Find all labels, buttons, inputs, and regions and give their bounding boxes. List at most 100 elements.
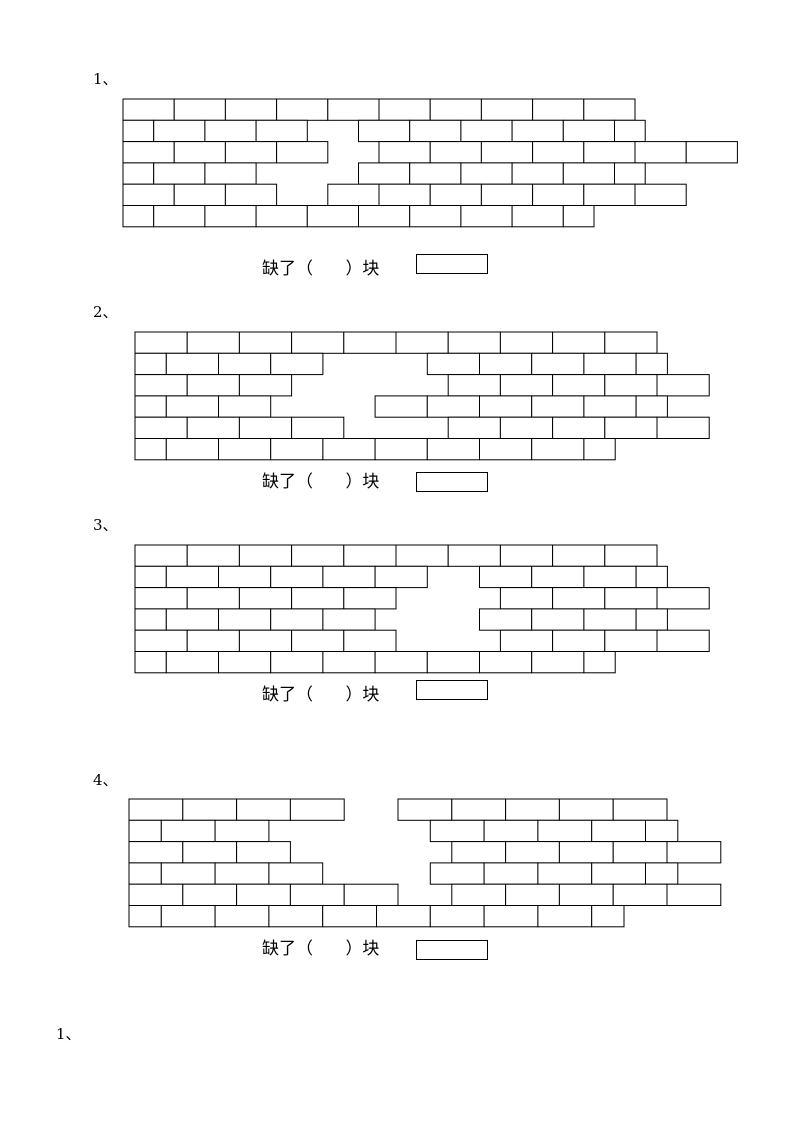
brick	[604, 416, 658, 440]
brick	[656, 374, 710, 397]
prompt-suffix: ）块	[345, 685, 380, 705]
brick	[218, 608, 272, 631]
brick	[583, 651, 616, 674]
brick	[479, 395, 533, 418]
brick	[134, 544, 188, 567]
brick	[429, 862, 485, 885]
brick-wall-4	[128, 798, 722, 928]
brick	[511, 119, 564, 143]
brick	[376, 905, 431, 928]
brick	[322, 905, 378, 928]
brick	[165, 608, 220, 631]
brick	[562, 205, 595, 228]
brick	[645, 862, 679, 885]
brick	[268, 862, 324, 885]
brick	[238, 416, 293, 440]
brick	[447, 544, 501, 567]
brick	[173, 183, 226, 206]
brick	[122, 162, 155, 185]
brick	[505, 883, 560, 907]
brick	[270, 352, 324, 376]
brick	[634, 141, 687, 164]
brick	[186, 416, 240, 440]
problem-2-answer-box[interactable]	[416, 472, 488, 492]
brick	[218, 438, 272, 461]
brick	[614, 162, 646, 185]
brick	[429, 183, 482, 206]
brick	[291, 587, 345, 610]
brick	[218, 651, 272, 674]
problem-4-number: 4、	[93, 771, 118, 789]
brick	[218, 352, 272, 376]
brick	[182, 883, 238, 907]
brick	[358, 162, 411, 185]
brick-wall-3	[134, 544, 710, 674]
brick	[531, 651, 585, 674]
brick	[238, 331, 293, 354]
problem-2-number: 2、	[93, 303, 118, 321]
brick	[552, 331, 606, 354]
brick	[322, 565, 376, 589]
problem-3-answer-box[interactable]	[416, 680, 488, 700]
brick	[656, 416, 710, 440]
brick	[134, 374, 188, 397]
brick	[483, 819, 539, 843]
brick	[499, 544, 554, 567]
brick	[128, 841, 184, 864]
brick	[635, 565, 668, 589]
brick	[160, 905, 216, 928]
brick	[134, 565, 167, 589]
brick	[531, 608, 585, 631]
brick	[358, 119, 411, 143]
brick	[451, 883, 507, 907]
brick	[614, 119, 646, 143]
brick	[327, 183, 380, 206]
brick	[122, 205, 155, 228]
brick	[604, 331, 658, 354]
brick	[182, 841, 238, 864]
brick	[604, 587, 658, 610]
brick	[214, 862, 270, 885]
brick	[374, 651, 428, 674]
brick	[134, 651, 167, 674]
brick	[236, 883, 291, 907]
footer-number: 1、	[56, 1025, 81, 1043]
brick	[238, 544, 293, 567]
brick	[409, 205, 462, 228]
brick	[479, 651, 533, 674]
brick	[255, 119, 308, 143]
brick	[447, 416, 501, 440]
brick	[429, 141, 482, 164]
brick	[238, 587, 293, 610]
brick	[429, 905, 485, 928]
brick	[128, 862, 162, 885]
brick	[537, 819, 593, 843]
brick	[604, 544, 658, 567]
problem-4-answer-box[interactable]	[416, 940, 488, 960]
brick	[343, 544, 397, 567]
brick	[532, 98, 585, 121]
brick	[511, 162, 564, 185]
problem-3-number: 3、	[93, 516, 118, 534]
brick	[447, 374, 501, 397]
prompt-prefix: 缺了（	[262, 685, 313, 705]
brick	[165, 395, 220, 418]
brick	[378, 98, 431, 121]
problem-1-answer-box[interactable]	[416, 254, 488, 274]
brick	[276, 98, 329, 121]
brick	[451, 841, 507, 864]
brick	[460, 119, 513, 143]
brick	[395, 331, 449, 354]
brick	[656, 587, 710, 610]
brick	[343, 587, 397, 610]
brick	[499, 331, 554, 354]
brick	[532, 183, 585, 206]
brick	[558, 841, 614, 864]
brick	[128, 798, 184, 821]
brick	[505, 841, 560, 864]
brick	[218, 395, 272, 418]
brick	[165, 565, 220, 589]
problem-3-prompt: 缺了（ ）块	[262, 687, 379, 704]
brick	[552, 587, 606, 610]
